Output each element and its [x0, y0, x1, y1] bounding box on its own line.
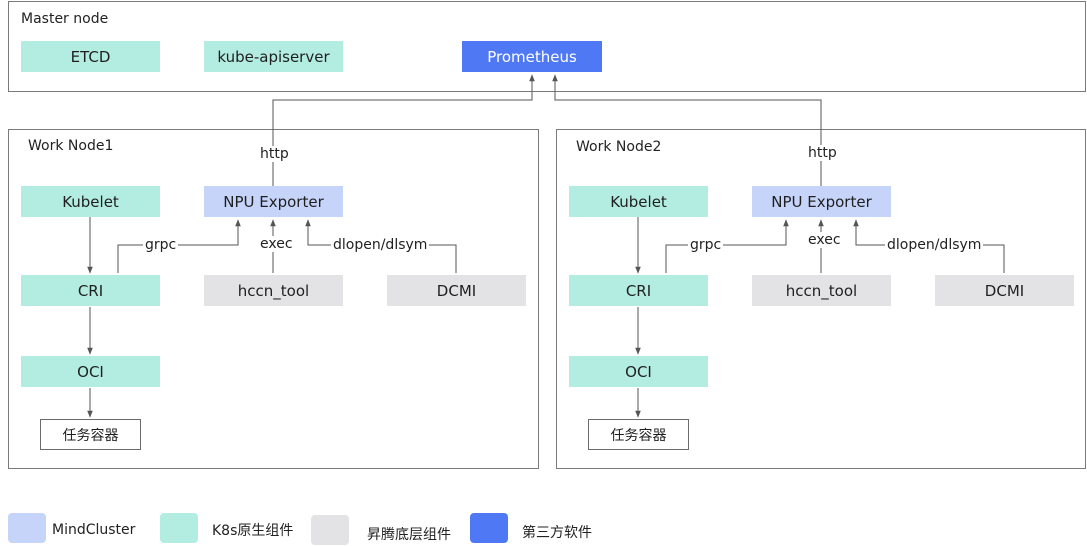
legend-swatch-mindcluster	[8, 513, 46, 543]
work-node2-title: Work Node2	[576, 139, 662, 155]
hccn-tool-box-node2: hccn_tool	[752, 275, 891, 306]
exec-label-node2: exec	[806, 232, 843, 248]
npu-exporter-box-node1: NPU Exporter	[204, 186, 343, 217]
dlopen-label-node2: dlopen/dlsym	[885, 237, 984, 253]
prometheus-box: Prometheus	[462, 41, 602, 72]
oci-box-node1: OCI	[21, 356, 160, 387]
work-node1-title: Work Node1	[28, 138, 114, 154]
legend-label-ascend: 昇腾底层组件	[367, 527, 451, 543]
grpc-label-node1: grpc	[143, 237, 179, 253]
etcd-box: ETCD	[21, 41, 160, 72]
legend-label-mindcluster: MindCluster	[52, 522, 136, 538]
http-label-node2: http	[806, 145, 839, 161]
http-label-node1: http	[258, 146, 291, 162]
dcmi-box-node2: DCMI	[935, 275, 1074, 306]
grpc-connector-node2	[665, 219, 789, 273]
master-node-title: Master node	[21, 11, 109, 27]
http-connector-node2	[552, 74, 822, 186]
kube-apiserver-box: kube-apiserver	[204, 41, 343, 72]
http-connector-node1	[272, 74, 535, 186]
exec-label-node1: exec	[258, 236, 295, 252]
grpc-label-node2: grpc	[688, 237, 724, 253]
legend-label-third-party: 第三方软件	[522, 525, 592, 541]
cri-box-node1: CRI	[21, 275, 160, 306]
oci-box-node2: OCI	[569, 356, 708, 387]
hccn-tool-box-node1: hccn_tool	[204, 275, 343, 306]
legend-label-k8s: K8s原生组件	[212, 523, 294, 539]
dcmi-box-node1: DCMI	[387, 275, 526, 306]
kubelet-box-node2: Kubelet	[569, 186, 708, 217]
cri-box-node2: CRI	[569, 275, 708, 306]
kubelet-box-node1: Kubelet	[21, 186, 160, 217]
legend-swatch-ascend	[311, 515, 349, 545]
legend-swatch-k8s	[160, 513, 198, 543]
task-container-box-node1: 任务容器	[40, 419, 141, 450]
dlopen-label-node1: dlopen/dlsym	[331, 237, 430, 253]
task-container-box-node2: 任务容器	[588, 419, 689, 450]
legend-swatch-third-party	[470, 513, 508, 543]
npu-exporter-box-node2: NPU Exporter	[752, 186, 891, 217]
